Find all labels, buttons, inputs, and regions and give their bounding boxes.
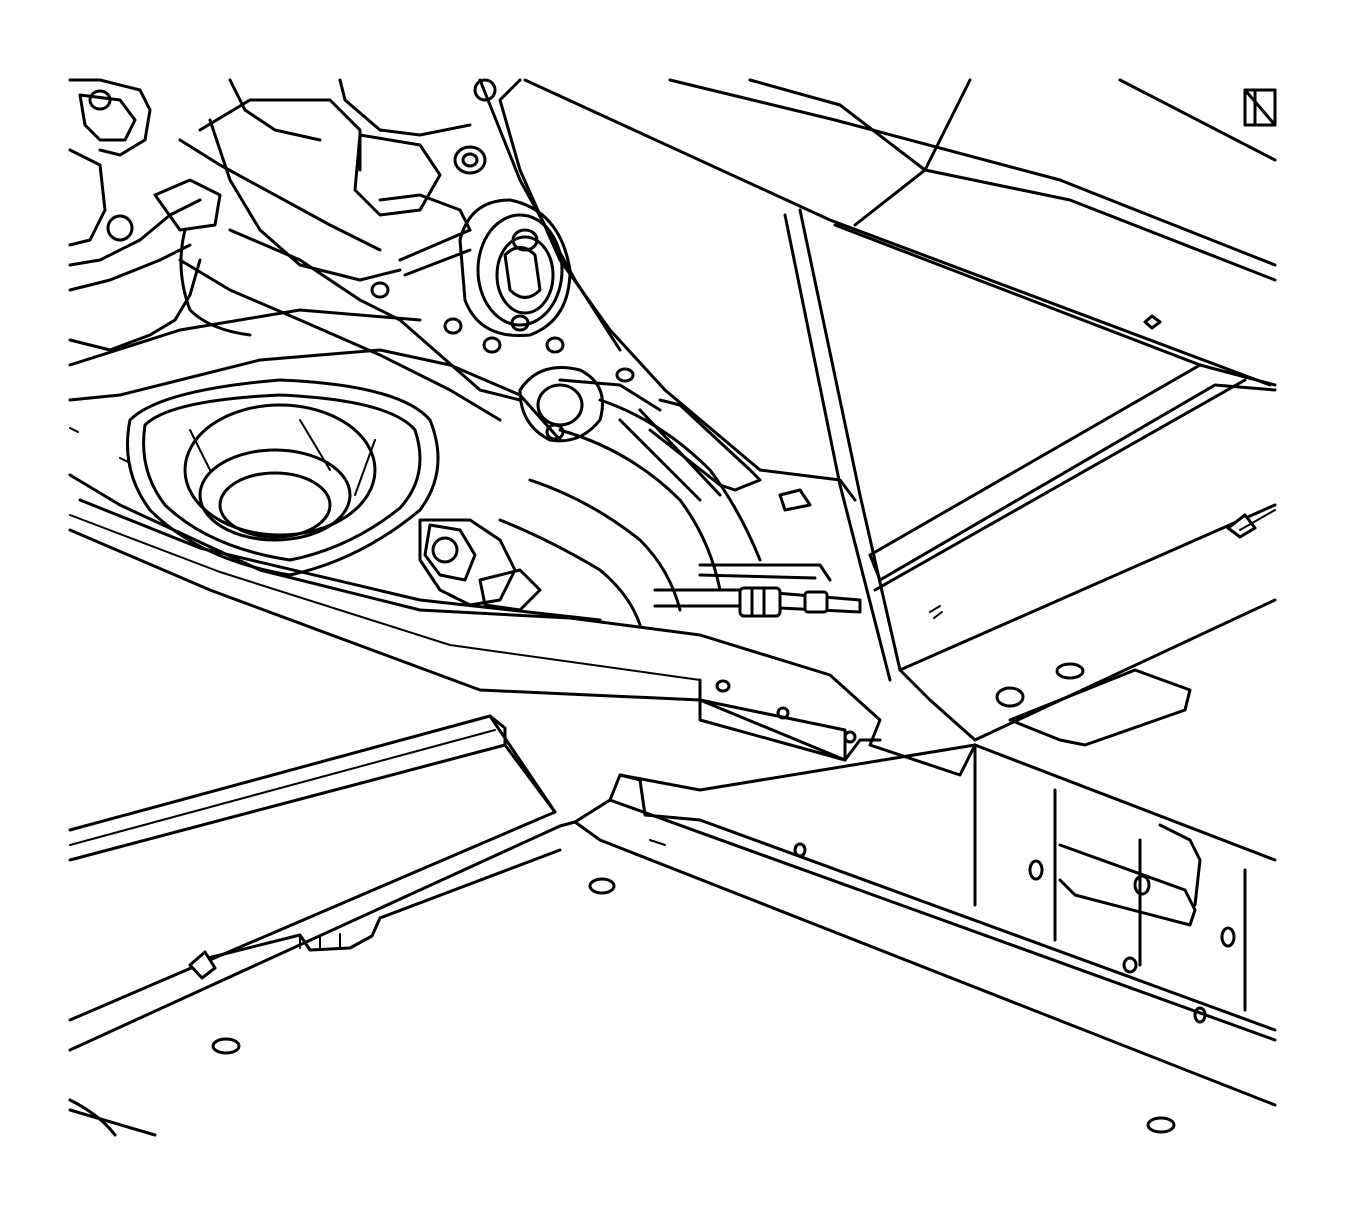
exhaust-pipe xyxy=(653,468,862,618)
transmission-housing xyxy=(418,78,762,627)
floor-pan xyxy=(68,714,1277,1137)
oil-pan xyxy=(68,308,562,577)
crossmember xyxy=(68,473,977,777)
frame-rail xyxy=(573,743,1277,1042)
heat-shield xyxy=(523,78,1277,747)
engine-area xyxy=(68,78,635,463)
transmission-mount xyxy=(378,193,572,338)
